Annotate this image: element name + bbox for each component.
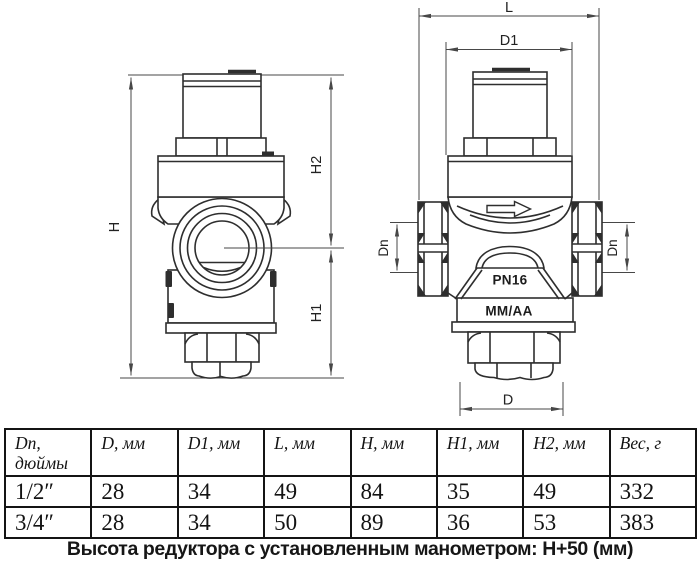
body-marking-pn16: PN16 [493, 273, 528, 288]
side-view: L D1 Dn Dn D PN16 MM/AA [376, 0, 635, 416]
header-dn-line1: Dn, [15, 433, 41, 453]
value-cell: 36 [435, 506, 525, 539]
value-cell: 34 [176, 506, 266, 539]
dim-label-dn-left: Dn [376, 239, 391, 256]
front-view: H H2 H1 [107, 69, 344, 379]
value-cell: 53 [522, 506, 611, 539]
dim-label-h1: H1 [309, 304, 325, 323]
dim-label-h: H [107, 222, 123, 232]
value-cell: 34 [176, 475, 266, 508]
value-cell: 28 [90, 475, 179, 508]
dim-label-d1: D1 [500, 33, 519, 49]
table-header-row: Dn, дюймы D, мм D1, мм L, мм H, мм H1, м… [3, 428, 698, 477]
value-cell: 84 [349, 475, 438, 508]
body-marking-mmaa: MM/AA [485, 304, 532, 319]
table-row: 1/2″ 28 34 49 84 35 49 332 [3, 475, 698, 508]
value-cell: 1/2″ [3, 475, 93, 508]
value-cell: 50 [263, 506, 352, 539]
header-cell-d1: D1, мм [176, 428, 266, 477]
value-cell: 332 [608, 475, 698, 508]
header-cell-h: H, мм [349, 428, 438, 477]
header-cell-weight: Вес, г [608, 428, 698, 477]
value-cell: 3/4″ [3, 506, 93, 539]
dim-label-l: L [505, 0, 513, 16]
valve-technical-drawing: H H2 H1 [107, 0, 635, 416]
value-cell: 35 [435, 475, 525, 508]
value-cell: 89 [349, 506, 438, 539]
side-valve-body [417, 67, 603, 381]
table-caption: Высота редуктора с установленным маномет… [66, 538, 634, 560]
value-cell: 28 [90, 506, 179, 539]
dim-label-dn-right: Dn [605, 239, 620, 256]
side-dimension-lines [390, 8, 635, 416]
header-dn-line2: дюймы [15, 453, 68, 473]
value-cell: 49 [522, 475, 611, 508]
header-cell-l: L, мм [263, 428, 352, 477]
value-cell: 383 [608, 506, 698, 539]
dim-label-h2: H2 [309, 156, 325, 175]
header-cell-dn: Dn, дюймы [3, 428, 93, 477]
value-cell: 49 [263, 475, 352, 508]
front-valve-body [150, 69, 292, 379]
header-cell-h2: H2, мм [522, 428, 611, 477]
header-cell-h1: H1, мм [435, 428, 525, 477]
dimension-table: Dn, дюймы D, мм D1, мм L, мм H, мм H1, м… [3, 428, 698, 539]
inlet-union-nut [417, 201, 449, 297]
dim-label-d: D [503, 393, 513, 409]
table-row: 3/4″ 28 34 50 89 36 53 383 [3, 506, 698, 539]
flow-direction-arrow-icon [486, 200, 533, 218]
outlet-union-nut [571, 201, 603, 297]
header-cell-d: D, мм [90, 428, 179, 477]
